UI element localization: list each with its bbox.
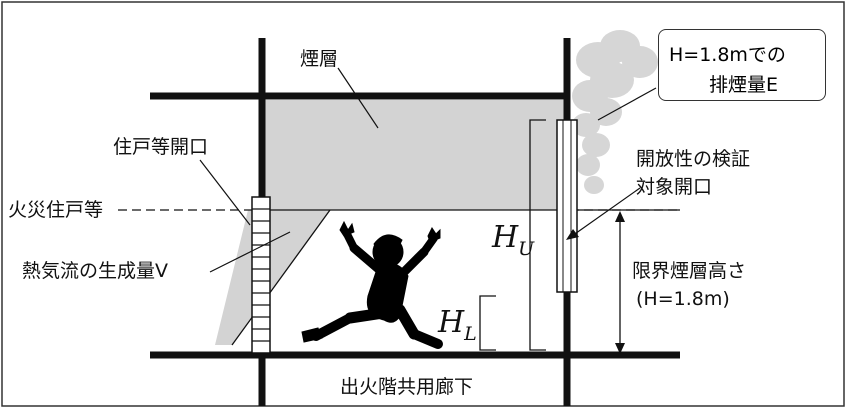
critical-height-label-2: (H=1.8m): [636, 288, 730, 310]
upper-height-letter: H: [492, 220, 519, 255]
upper-height-subscript: U: [518, 238, 535, 260]
verification-opening-label-2: 対象開口: [636, 176, 713, 198]
critical-height-arrow: [615, 211, 625, 354]
unit-opening-leader: [199, 159, 251, 226]
smoke-layer-label: 煙層: [300, 48, 339, 70]
lower-height-letter: H: [438, 305, 465, 340]
fire-unit-label: 火災住戸等: [8, 199, 104, 221]
smoke-layer: [215, 100, 567, 345]
heat-flow-leader: [209, 231, 291, 273]
smoke-cloud-icon: [572, 30, 658, 194]
plume-edge-line: [231, 209, 331, 346]
verification-opening: [556, 119, 578, 293]
callout-line-2: 排煙量E: [709, 74, 779, 96]
upper-height-symbol: HU: [492, 220, 534, 260]
critical-height-label-1: 限界煙層高さ: [632, 260, 747, 282]
callout-leader: [597, 87, 657, 121]
corridor-label: 出火階共用廊下: [340, 376, 474, 398]
hu-bracket: [529, 119, 546, 351]
hl-bracket: [479, 295, 496, 351]
verification-opening-leader: [566, 187, 641, 240]
unit-opening: [251, 196, 271, 354]
smoke-layer-leader: [337, 67, 379, 129]
verification-opening-label-1: 開放性の検証: [636, 148, 751, 170]
lower-height-symbol: HL: [438, 305, 477, 345]
unit-opening-label: 住戸等開口: [113, 136, 209, 158]
exhaust-volume-callout: H=1.8mでの 排煙量E: [658, 29, 826, 101]
running-person-icon: [301, 220, 443, 349]
lower-height-subscript: L: [464, 323, 477, 345]
callout-line-1: H=1.8mでの: [669, 44, 786, 66]
heat-flow-label: 熱気流の生成量V: [22, 260, 168, 282]
